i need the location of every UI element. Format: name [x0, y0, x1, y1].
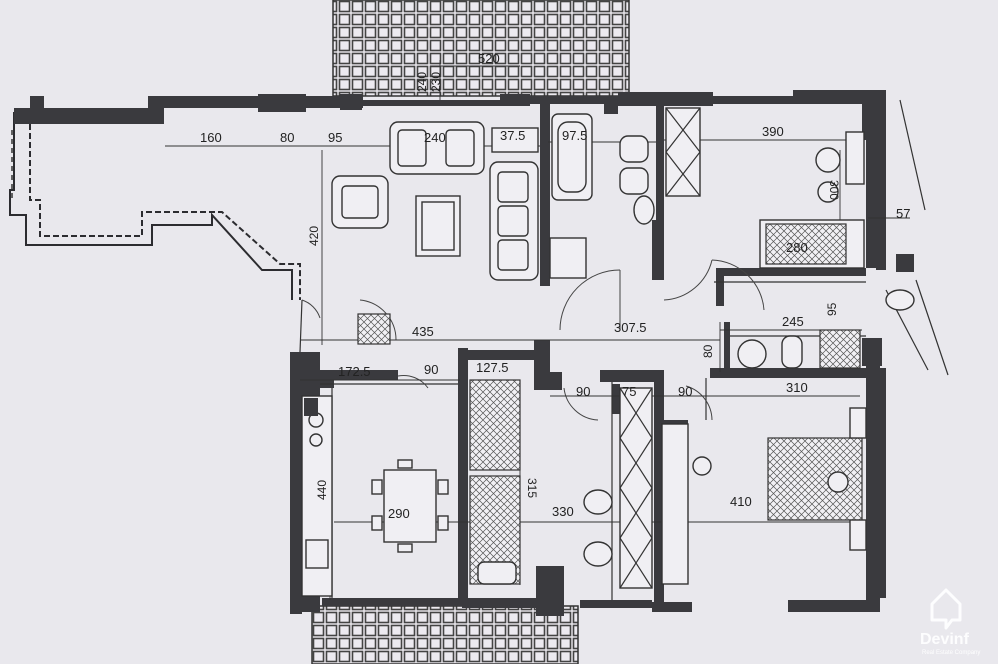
dim-90-master: 90	[678, 384, 692, 399]
dim-290: 290	[388, 506, 410, 521]
dim-310: 310	[786, 380, 808, 395]
dim-75: 75	[622, 384, 636, 399]
dim-230: 230	[429, 72, 443, 92]
dim-95-bath: 95	[825, 302, 839, 316]
kitchen-dining	[301, 395, 449, 597]
dim-57: 57	[896, 206, 910, 221]
dim-80-bath: 80	[701, 344, 715, 358]
bathroom-1	[549, 104, 655, 279]
bottom-terrace	[311, 605, 579, 664]
dim-37-5: 37.5	[500, 128, 525, 143]
dim-240-sofa: 240	[424, 130, 446, 145]
dim-80-top: 80	[280, 130, 294, 145]
dim-300: 300	[827, 180, 841, 200]
living-furniture	[331, 121, 539, 345]
watermark-brand: Devinf	[920, 631, 970, 648]
bathroom-2	[737, 254, 915, 369]
house-logo-icon	[930, 588, 962, 630]
dim-520: 520	[478, 51, 500, 66]
door-swings	[301, 259, 765, 421]
bed-middle-upper	[469, 379, 521, 471]
dim-240: 240	[415, 72, 429, 92]
watermark-tagline: Real Estate Company	[922, 650, 980, 656]
dim-280: 280	[786, 240, 808, 255]
dim-90-kitchen: 90	[424, 362, 438, 377]
tv-unit	[491, 127, 539, 153]
stair-hatch	[357, 313, 391, 345]
dim-90-corridor: 90	[576, 384, 590, 399]
bedroom-top	[665, 107, 865, 269]
top-terrace	[332, 0, 630, 97]
bedroom-master	[661, 407, 867, 585]
dim-97-5: 97.5	[562, 128, 587, 143]
dim-315: 315	[525, 478, 539, 498]
dim-440: 440	[315, 480, 329, 500]
left-balcony	[9, 96, 301, 300]
dim-410: 410	[730, 494, 752, 509]
dim-435: 435	[412, 324, 434, 339]
dimension-labels: 520 240 230 160 80 95 240 37.5 97.5 390 …	[200, 51, 910, 521]
dim-172-5: 172.5	[338, 364, 371, 379]
dim-160: 160	[200, 130, 222, 145]
dining-table	[383, 469, 437, 543]
devinf-watermark: Devinf Real Estate Company	[920, 588, 980, 656]
dim-95-top: 95	[328, 130, 342, 145]
dim-330: 330	[552, 504, 574, 519]
dim-245: 245	[782, 314, 804, 329]
bedroom-middle	[469, 379, 653, 589]
dim-127-5: 127.5	[476, 360, 509, 375]
dim-307-5: 307.5	[614, 320, 647, 335]
dim-420: 420	[307, 226, 321, 246]
dim-390: 390	[762, 124, 784, 139]
interior-walls	[320, 96, 868, 610]
